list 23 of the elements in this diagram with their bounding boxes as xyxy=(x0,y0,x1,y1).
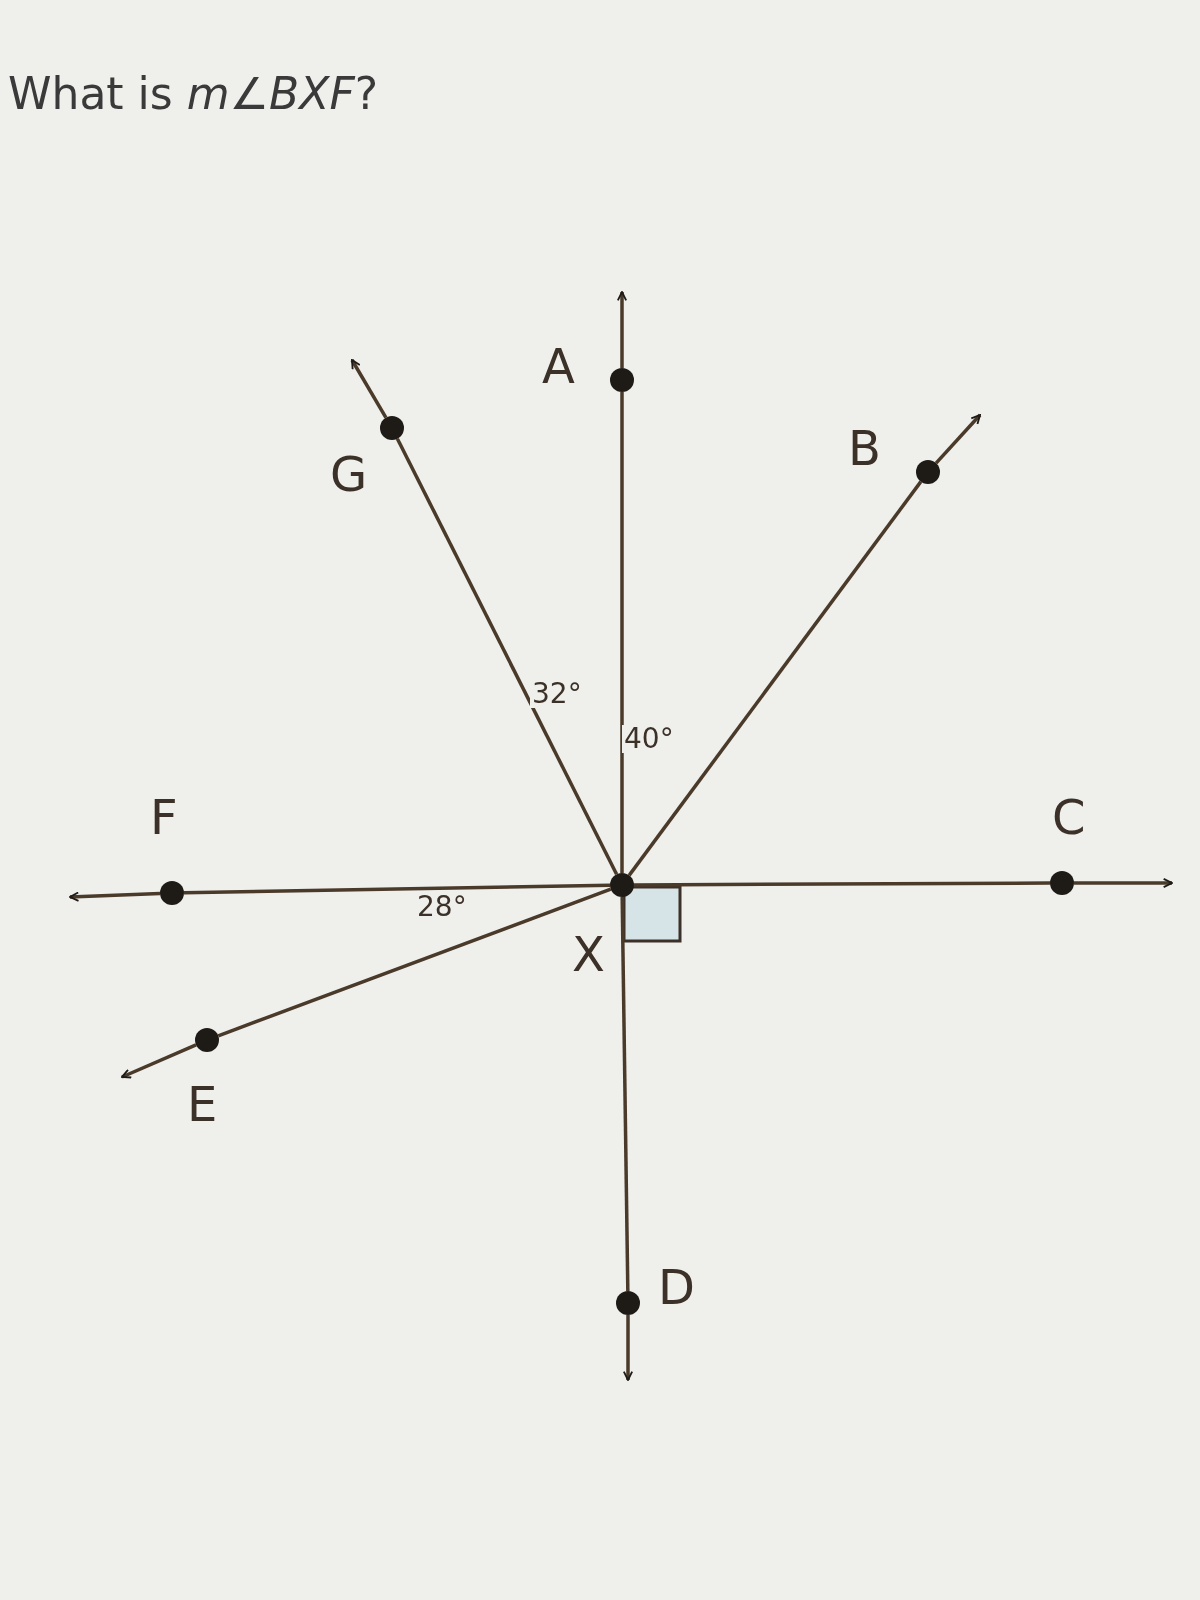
line-segment xyxy=(634,881,1050,887)
point-label: D xyxy=(658,1263,695,1311)
point-label: X xyxy=(572,930,605,978)
ray-arrow xyxy=(622,1315,634,1381)
point-label: C xyxy=(1052,793,1086,841)
line-segment xyxy=(620,896,630,1292)
point-label: F xyxy=(150,793,178,841)
ray-arrow xyxy=(69,891,161,902)
line-segment xyxy=(395,437,619,876)
line-segment xyxy=(217,887,612,1038)
ray-arrow xyxy=(121,1043,197,1079)
line-segment xyxy=(620,392,624,873)
line-segment xyxy=(183,883,611,895)
ray-arrow xyxy=(350,359,388,419)
line-segment xyxy=(627,480,923,877)
ray-arrow xyxy=(616,291,628,368)
point-label: B xyxy=(848,424,881,472)
question-text: What is m∠BXF? xyxy=(8,68,379,119)
ray-arrow xyxy=(934,413,982,465)
point-label: A xyxy=(542,342,575,390)
point-label: G xyxy=(330,450,368,498)
ray-arrow xyxy=(1074,877,1173,889)
point-label: E xyxy=(187,1080,218,1128)
